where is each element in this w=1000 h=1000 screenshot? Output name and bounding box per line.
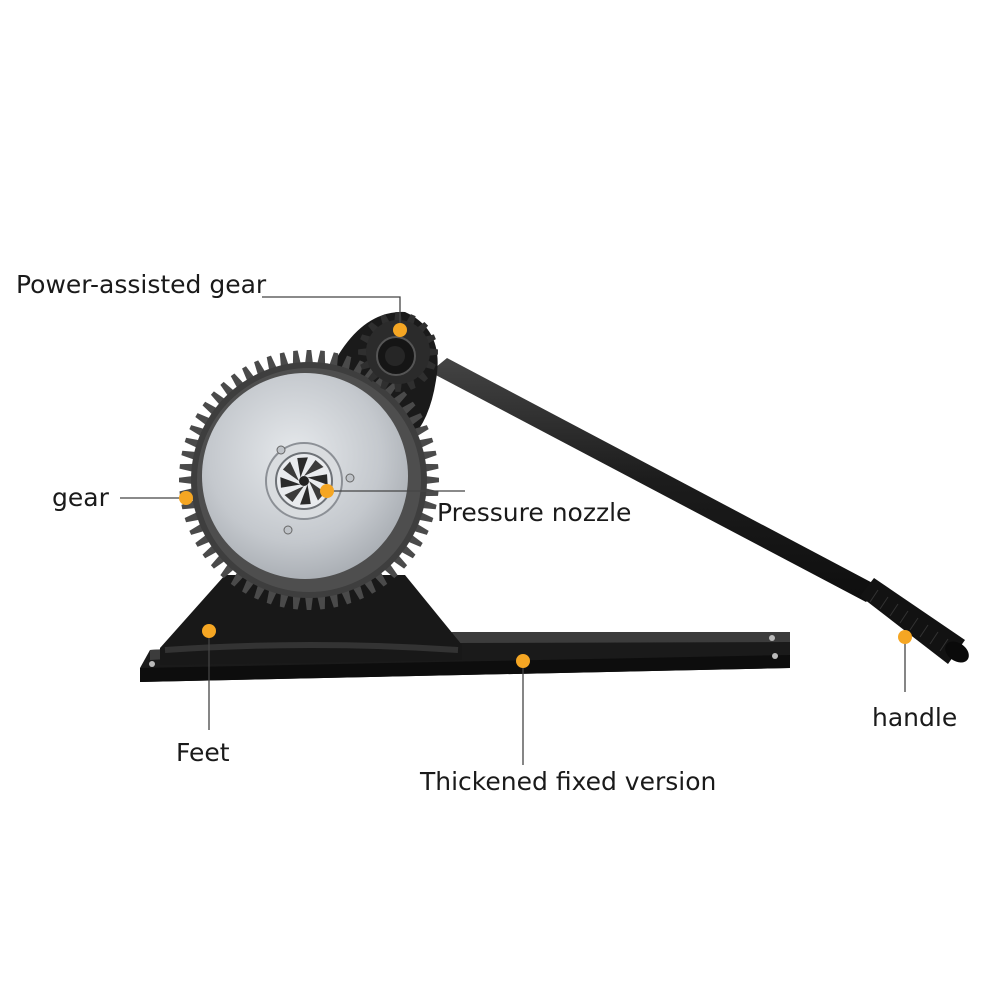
gear-tooth (423, 488, 439, 497)
gear-tooth (184, 437, 200, 448)
gear-tooth (427, 348, 438, 356)
gear-tooth (181, 500, 197, 510)
screw (283, 525, 293, 535)
leader-lines (120, 296, 906, 765)
label-feet: Feet (176, 738, 230, 767)
gear-tooth (424, 475, 439, 485)
gear-tooth (423, 463, 439, 472)
label-power-assisted-gear: Power-assisted gear (16, 270, 267, 299)
nozzle-jaw (282, 461, 299, 481)
gear-tooth (266, 355, 277, 371)
label-gear: gear (52, 483, 109, 512)
gear-tooth (421, 500, 437, 510)
gear-tooth (317, 594, 326, 610)
gear-tooth (179, 463, 195, 472)
gear-tooth (341, 589, 352, 605)
power-assisted-gear (358, 312, 438, 392)
marker-feet (202, 624, 216, 638)
screw (345, 473, 355, 483)
bolt-hole (149, 661, 155, 667)
leader-power-assisted-gear (262, 296, 401, 330)
feet-bracket (160, 575, 462, 665)
nozzle-jaws (280, 457, 328, 505)
gear-tooth (341, 355, 352, 371)
gear-tooth (279, 352, 289, 368)
nozzle-jaw (307, 474, 328, 485)
marker-power-assisted-gear (393, 323, 407, 337)
marker-pressure-nozzle (320, 484, 334, 498)
pressure-nozzle (265, 442, 355, 535)
gear-tooth (317, 350, 326, 366)
gear-tooth (421, 450, 437, 460)
gear-tooth (304, 350, 314, 365)
nozzle-jaw (284, 486, 304, 503)
screw (276, 445, 286, 455)
label-handle: handle (872, 703, 958, 732)
gear-tooth (329, 592, 339, 608)
gear-tooth (266, 589, 277, 605)
bolt-hole (772, 653, 778, 659)
handle-lever (430, 358, 969, 664)
nozzle-jaw (304, 459, 324, 476)
gear-tooth (358, 348, 369, 356)
label-thickened-fixed-version: Thickened fixed version (420, 767, 717, 796)
gear-tooth (292, 594, 301, 610)
gear-tooth (292, 350, 301, 366)
gear-tooth (184, 512, 200, 523)
label-pressure-nozzle: Pressure nozzle (437, 498, 632, 527)
gear-tooth (279, 592, 289, 608)
nozzle-jaw (309, 481, 326, 501)
nozzle-jaw (297, 457, 308, 478)
gear-tooth (418, 512, 434, 523)
nozzle-jaw (280, 477, 301, 488)
bolt-hole (769, 635, 775, 641)
gear-tooth (329, 352, 339, 368)
gear-tooth (394, 381, 402, 392)
gear-tooth (304, 595, 314, 610)
marker-handle (898, 630, 912, 644)
gear-tooth (418, 437, 434, 448)
nozzle-jaw (300, 484, 311, 505)
marker-gear (179, 491, 193, 505)
marker-thickened-fixed-version (516, 654, 530, 668)
gear-tooth (181, 450, 197, 460)
markers (179, 323, 912, 668)
gear-tooth (179, 475, 194, 485)
